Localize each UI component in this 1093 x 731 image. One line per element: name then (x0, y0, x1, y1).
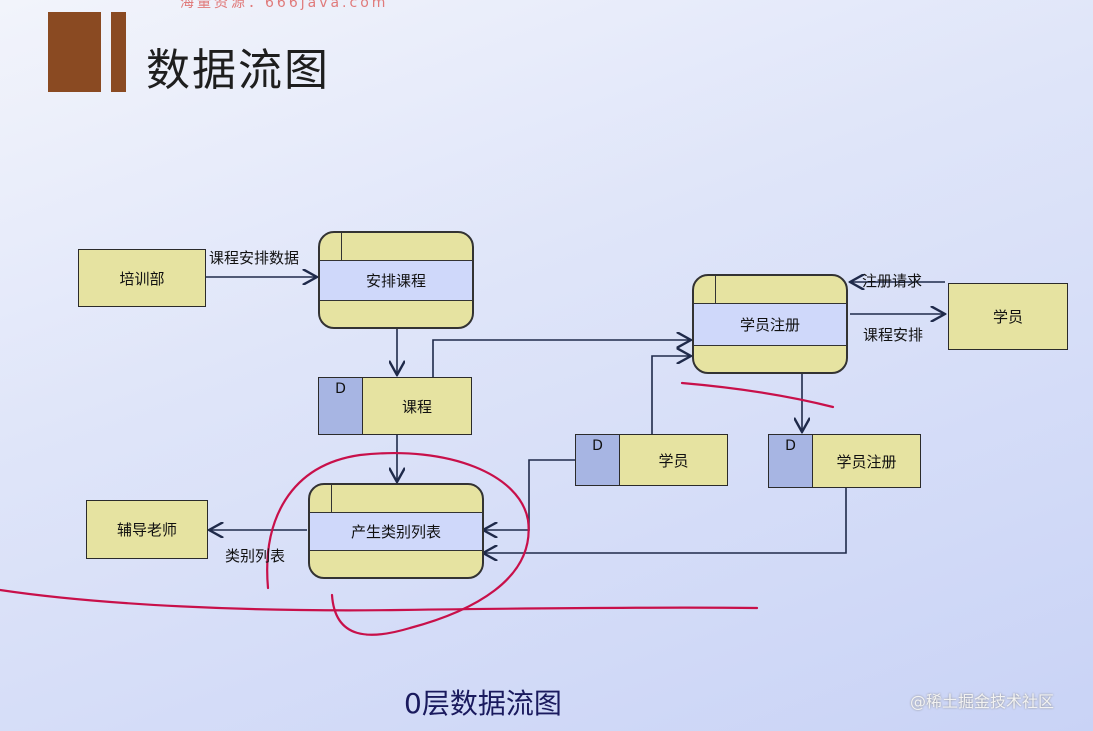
store-id: D (769, 435, 813, 487)
process-student-register: 学员注册 (692, 274, 848, 374)
diagram-caption: 0层数据流图 (404, 687, 562, 720)
process-generate-category-list: 产生类别列表 (308, 483, 484, 579)
flow-label-schedule-data: 课程安排数据 (209, 249, 300, 267)
store-id: D (319, 378, 363, 434)
process-label: 产生类别列表 (310, 513, 482, 551)
store-name: 学员 (620, 435, 727, 485)
red-circle-generate (266, 451, 530, 636)
entity-student: 学员 (948, 283, 1068, 350)
flow-label-course-schedule: 课程安排 (863, 326, 924, 344)
entity-training-dept: 培训部 (78, 249, 206, 307)
flow-student-store-to-generate (483, 459, 575, 530)
store-student-register: D 学员注册 (768, 434, 921, 488)
process-label: 学员注册 (694, 304, 846, 346)
store-name: 课程 (363, 378, 471, 434)
store-course: D 课程 (318, 377, 472, 435)
red-boundary-line (0, 588, 759, 612)
bottom-watermark: @稀土掘金技术社区 (910, 692, 1055, 711)
store-student: D 学员 (575, 434, 728, 486)
flow-student-to-register (651, 356, 691, 434)
red-underline-register (680, 381, 835, 409)
process-label: 安排课程 (320, 261, 472, 301)
store-name: 学员注册 (813, 435, 920, 487)
slide-title: 数据流图 (146, 45, 330, 96)
flow-course-to-register (432, 340, 691, 377)
store-id: D (576, 435, 620, 485)
title-accent-bar-thin (111, 12, 126, 92)
entity-tutor: 辅导老师 (86, 500, 208, 559)
top-watermark: 海量资源：666java.com (180, 0, 389, 11)
flow-label-category-list: 类别列表 (225, 547, 286, 565)
title-accent-bar (48, 12, 101, 92)
process-schedule-course: 安排课程 (318, 231, 474, 329)
flow-register-store-to-generate (483, 487, 847, 553)
flow-label-register-request: 注册请求 (862, 272, 923, 290)
